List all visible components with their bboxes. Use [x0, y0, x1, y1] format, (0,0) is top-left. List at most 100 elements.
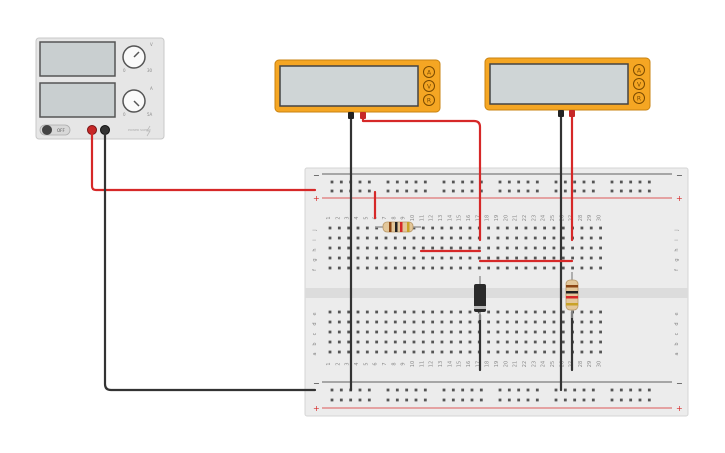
terminal-hole[interactable]	[449, 256, 453, 260]
power-supply[interactable]: 0 30 0 5A V A OFF POWER SUPPLY	[35, 37, 165, 140]
terminal-hole[interactable]	[403, 256, 407, 260]
terminal-hole[interactable]	[393, 266, 397, 270]
terminal-hole[interactable]	[515, 340, 518, 344]
rail-hole[interactable]	[461, 398, 465, 402]
terminal-hole[interactable]	[580, 236, 584, 240]
rail-hole[interactable]	[498, 180, 502, 184]
rail-hole[interactable]	[358, 189, 362, 193]
rail-hole[interactable]	[451, 180, 455, 184]
terminal-hole[interactable]	[496, 266, 500, 270]
terminal-hole[interactable]	[505, 350, 509, 354]
terminal-hole[interactable]	[384, 340, 388, 344]
rail-hole[interactable]	[339, 189, 343, 193]
rail-hole[interactable]	[507, 388, 511, 392]
rail-hole[interactable]	[479, 180, 483, 184]
terminal-hole[interactable]	[496, 350, 500, 354]
terminal-hole[interactable]	[459, 330, 463, 334]
rail-hole[interactable]	[554, 388, 558, 392]
terminal-hole[interactable]	[543, 320, 546, 324]
rail-hole[interactable]	[554, 180, 558, 184]
terminal-hole[interactable]	[515, 246, 518, 250]
terminal-hole[interactable]	[459, 266, 463, 270]
rail-hole[interactable]	[461, 189, 465, 193]
rail-hole[interactable]	[647, 189, 651, 193]
terminal-hole[interactable]	[328, 330, 332, 334]
rail-hole[interactable]	[414, 388, 418, 392]
rail-hole[interactable]	[619, 180, 623, 184]
terminal-hole[interactable]	[496, 330, 500, 334]
terminal-hole[interactable]	[365, 320, 369, 324]
rail-hole[interactable]	[414, 398, 418, 402]
rail-hole[interactable]	[582, 388, 586, 392]
terminal-hole[interactable]	[533, 350, 537, 354]
terminal-hole[interactable]	[543, 350, 546, 354]
terminal-hole[interactable]	[552, 236, 556, 240]
terminal-hole[interactable]	[337, 320, 341, 324]
terminal-hole[interactable]	[403, 320, 407, 324]
terminal-hole[interactable]	[580, 350, 584, 354]
terminal-hole[interactable]	[505, 266, 509, 270]
terminal-hole[interactable]	[552, 330, 556, 334]
terminal-hole[interactable]	[505, 246, 509, 250]
terminal-hole[interactable]	[337, 256, 341, 260]
rail-hole[interactable]	[638, 398, 642, 402]
terminal-hole[interactable]	[589, 330, 593, 334]
terminal-hole[interactable]	[487, 330, 491, 334]
terminal-hole[interactable]	[337, 226, 341, 230]
terminal-hole[interactable]	[384, 236, 388, 240]
multimeter-left-ohmmeter-button[interactable]	[423, 94, 435, 106]
terminal-hole[interactable]	[552, 226, 556, 230]
terminal-hole[interactable]	[449, 236, 453, 240]
terminal-hole[interactable]	[375, 320, 379, 324]
terminal-hole[interactable]	[589, 236, 593, 240]
terminal-hole[interactable]	[524, 340, 528, 344]
terminal-hole[interactable]	[487, 226, 491, 230]
rail-hole[interactable]	[367, 189, 371, 193]
terminal-hole[interactable]	[580, 310, 584, 314]
terminal-hole[interactable]	[468, 340, 472, 344]
terminal-hole[interactable]	[375, 350, 379, 354]
terminal-hole[interactable]	[571, 246, 574, 250]
terminal-hole[interactable]	[356, 226, 360, 230]
terminal-hole[interactable]	[412, 340, 416, 344]
rail-hole[interactable]	[526, 189, 530, 193]
rail-hole[interactable]	[330, 180, 334, 184]
terminal-hole[interactable]	[347, 340, 351, 344]
terminal-hole[interactable]	[393, 256, 397, 260]
terminal-hole[interactable]	[543, 236, 546, 240]
terminal-hole[interactable]	[561, 236, 565, 240]
terminal-hole[interactable]	[468, 236, 472, 240]
rail-hole[interactable]	[386, 189, 390, 193]
terminal-hole[interactable]	[328, 320, 332, 324]
rail-hole[interactable]	[535, 398, 539, 402]
terminal-hole[interactable]	[524, 236, 528, 240]
terminal-hole[interactable]	[393, 340, 397, 344]
terminal-hole[interactable]	[403, 246, 407, 250]
terminal-hole[interactable]	[356, 320, 360, 324]
terminal-hole[interactable]	[365, 310, 369, 314]
terminal-hole[interactable]	[496, 320, 500, 324]
terminal-hole[interactable]	[552, 320, 556, 324]
terminal-hole[interactable]	[412, 226, 416, 230]
terminal-hole[interactable]	[459, 226, 463, 230]
terminal-hole[interactable]	[571, 266, 574, 270]
terminal-hole[interactable]	[524, 256, 528, 260]
terminal-hole[interactable]	[468, 330, 472, 334]
rail-hole[interactable]	[629, 398, 633, 402]
terminal-hole[interactable]	[505, 310, 509, 314]
wires[interactable]	[90, 112, 574, 392]
terminal-hole[interactable]	[356, 256, 360, 260]
terminal-hole[interactable]	[552, 246, 556, 250]
terminal-hole[interactable]	[365, 256, 369, 260]
terminal-hole[interactable]	[421, 340, 425, 344]
terminal-hole[interactable]	[347, 350, 351, 354]
rail-hole[interactable]	[638, 388, 642, 392]
rail-hole[interactable]	[591, 189, 595, 193]
terminal-hole[interactable]	[477, 246, 481, 250]
terminal-hole[interactable]	[431, 226, 435, 230]
terminal-hole[interactable]	[412, 320, 416, 324]
terminal-hole[interactable]	[403, 266, 407, 270]
rail-hole[interactable]	[573, 388, 577, 392]
terminal-hole[interactable]	[412, 256, 416, 260]
terminal-hole[interactable]	[347, 320, 351, 324]
